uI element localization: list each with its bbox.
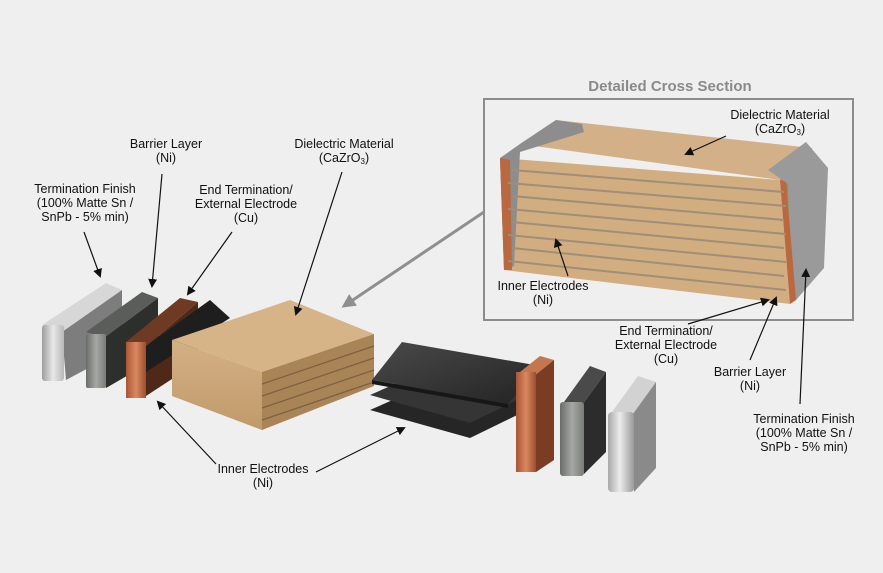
cross-section-chip	[500, 120, 828, 304]
left-dielectric-block	[146, 300, 375, 430]
exploded-end-termination-label: End Termination/ External Electrode (Cu)	[194, 183, 298, 225]
right-barrier-layer-part	[560, 366, 606, 476]
detail-dielectric-label: Dielectric Material (CaZrO3)	[730, 108, 830, 137]
detail-termination-finish-label: Termination Finish (100% Matte Sn / SnPb…	[753, 412, 855, 454]
detail-inner-electrodes-label: Inner Electrodes (Ni)	[497, 279, 589, 307]
cross-section-title: Detailed Cross Section	[588, 78, 752, 95]
right-termination-finish-part	[608, 376, 656, 492]
detail-barrier-layer-label: Barrier Layer (Ni)	[713, 365, 787, 393]
exploded-termination-finish-label: Termination Finish (100% Matte Sn / SnPb…	[34, 182, 136, 224]
detail-end-termination-label: End Termination/ External Electrode (Cu)	[614, 324, 718, 366]
right-end-termination-part	[516, 356, 554, 472]
detail-pointer-arrow	[341, 210, 485, 308]
leader-lines	[83, 135, 811, 473]
exploded-inner-electrodes-label: Inner Electrodes (Ni)	[217, 462, 309, 490]
cross-section-frame	[483, 98, 854, 321]
right-inner-electrodes-stack	[370, 342, 552, 438]
exploded-barrier-layer-label: Barrier Layer (Ni)	[129, 137, 203, 165]
exploded-dielectric-label: Dielectric Material (CaZrO3)	[294, 137, 394, 166]
